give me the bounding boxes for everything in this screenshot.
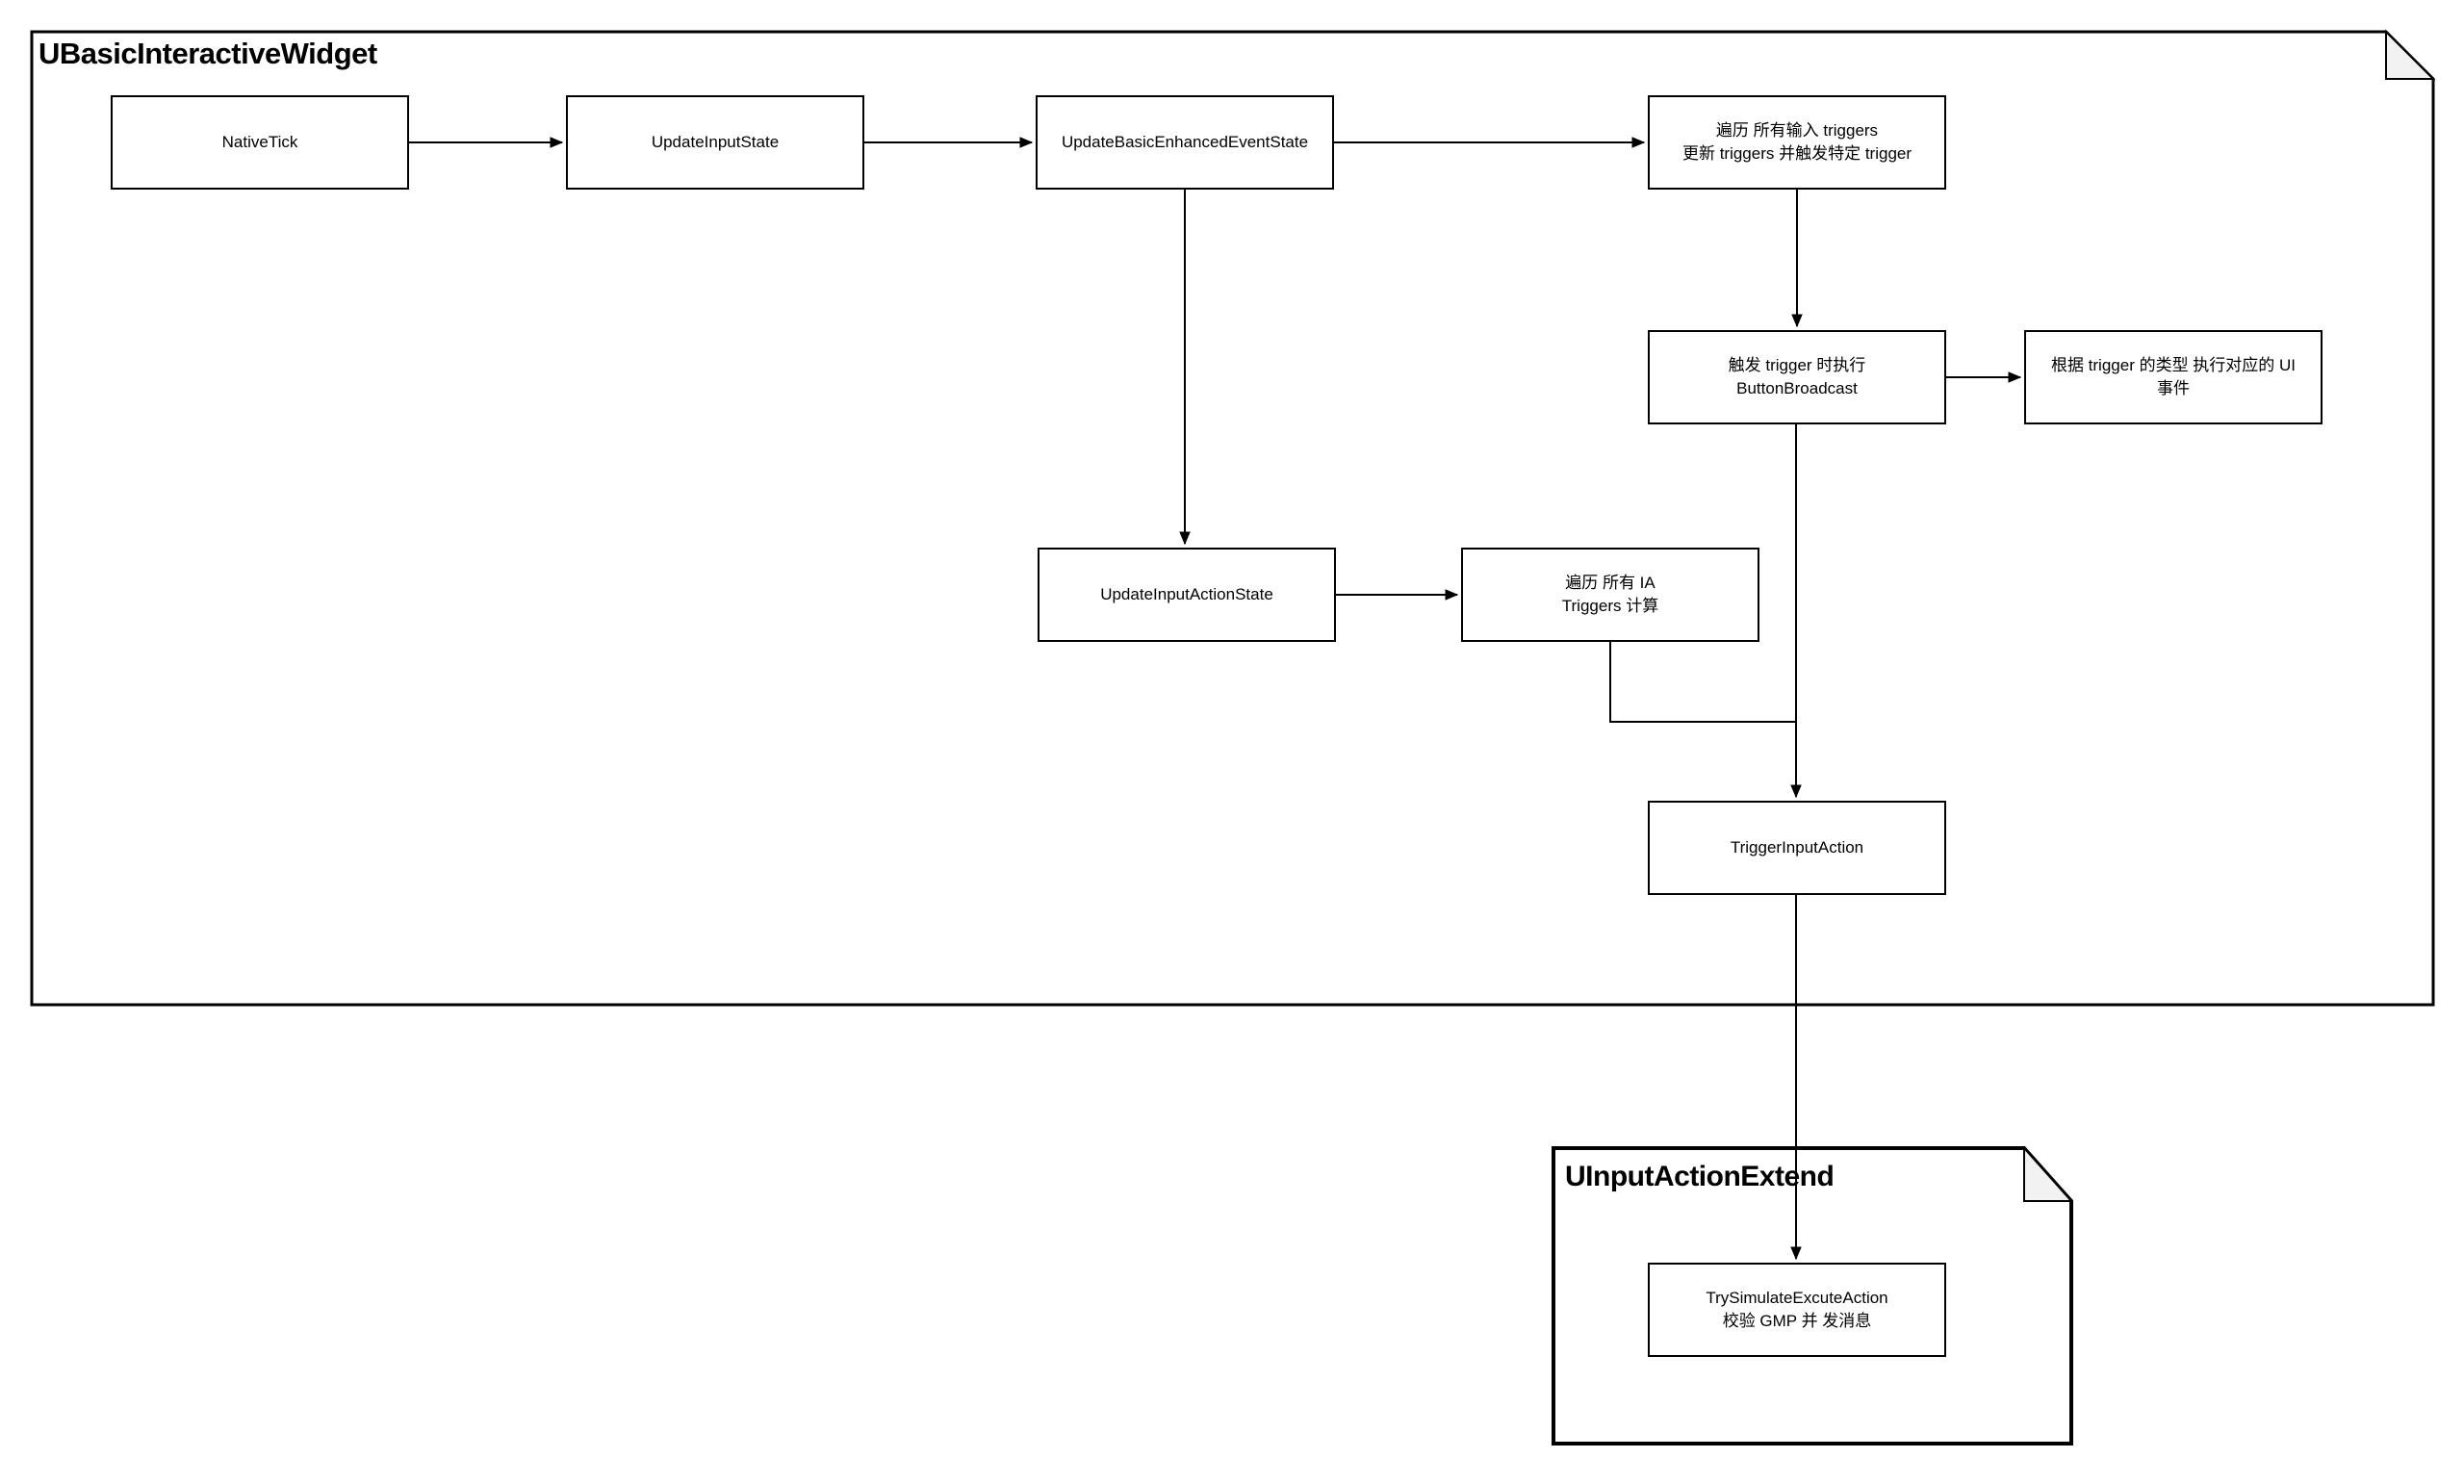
node-label-line2: 事件 — [2157, 379, 2190, 397]
node-label-line1: 遍历 所有 IA — [1565, 574, 1656, 592]
outer-container-folded-corner — [2385, 29, 2436, 80]
node-label-line2: ButtonBroadcast — [1736, 379, 1858, 397]
node-trigger-button-broadcast: 触发 trigger 时执行 ButtonBroadcast — [1648, 330, 1946, 424]
node-label: TriggerInputAction — [1730, 838, 1864, 857]
node-label: UpdateInputState — [651, 133, 780, 151]
inner-container-folded-corner — [2023, 1145, 2074, 1202]
node-label-line1: TrySimulateExcuteAction — [1706, 1289, 1888, 1307]
node-iterate-input-triggers: 遍历 所有输入 triggers 更新 triggers 并触发特定 trigg… — [1648, 95, 1946, 190]
node-label-line2: 更新 triggers 并触发特定 trigger — [1681, 144, 1912, 163]
inner-container-title: UInputActionExtend — [1565, 1161, 1835, 1192]
node-iterate-ia-triggers: 遍历 所有 IA Triggers 计算 — [1461, 548, 1759, 642]
node-try-simulate-excute-action: TrySimulateExcuteAction 校验 GMP 并 发消息 — [1648, 1263, 1946, 1357]
node-trigger-input-action: TriggerInputAction — [1648, 801, 1946, 895]
node-update-input-action-state: UpdateInputActionState — [1038, 548, 1336, 642]
node-label: UpdateBasicEnhancedEventState — [1061, 133, 1309, 151]
node-execute-ui-event-by-type: 根据 trigger 的类型 执行对应的 UI 事件 — [2024, 330, 2323, 424]
outer-container-title: UBasicInteractiveWidget — [38, 37, 377, 70]
node-label-line2: 校验 GMP 并 发消息 — [1722, 1312, 1872, 1330]
node-native-tick: NativeTick — [111, 95, 409, 190]
node-label-line2: Triggers 计算 — [1561, 597, 1659, 615]
node-label: NativeTick — [221, 133, 298, 151]
node-label-line1: 根据 trigger 的类型 执行对应的 UI — [2050, 356, 2297, 374]
node-label: UpdateInputActionState — [1100, 585, 1273, 603]
connector-iterate-ia-triggers-junction — [1609, 642, 1796, 723]
node-label-line1: 触发 trigger 时执行 — [1728, 356, 1866, 374]
node-update-basic-enhanced-event-state: UpdateBasicEnhancedEventState — [1036, 95, 1334, 190]
node-update-input-state: UpdateInputState — [566, 95, 864, 190]
node-label-line1: 遍历 所有输入 triggers — [1715, 121, 1879, 140]
